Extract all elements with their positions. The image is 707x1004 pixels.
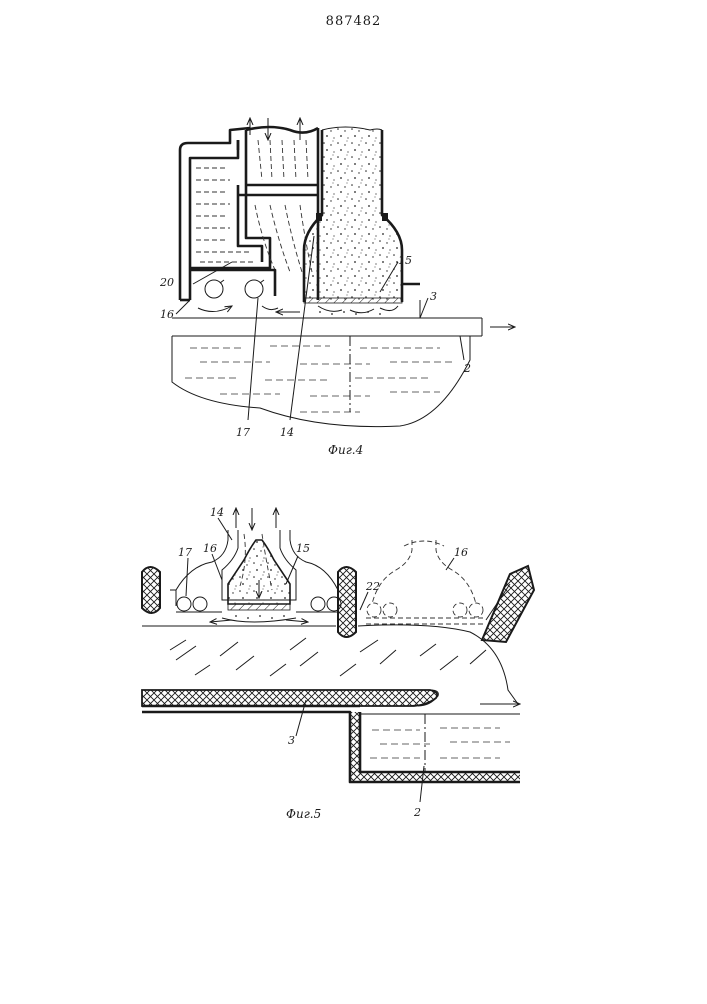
- patent-number: 887482: [0, 14, 707, 29]
- label-14-fig5: 14: [210, 506, 224, 519]
- burners-fig4: [190, 270, 278, 312]
- label-14-fig4: 14: [280, 426, 294, 439]
- caption-fig5: Фиг.5: [286, 807, 321, 821]
- label-22-fig5: 22: [365, 580, 380, 593]
- powder-nozzle-14: [276, 127, 420, 315]
- wall-right: [482, 566, 534, 642]
- figure-5: 14 17 16 15 22 16 3 2 Фиг.5: [142, 506, 534, 821]
- label-3-fig5: 3: [288, 734, 295, 747]
- glass-ribbon-fig4: [172, 300, 515, 336]
- figure-4: 20 16 17 14 15 3 2 Фиг.4: [159, 118, 515, 457]
- leader-lines-fig5: [186, 518, 454, 802]
- label-20-fig4: 20: [159, 276, 174, 289]
- label-2-fig4: 2: [463, 362, 471, 375]
- label-16-fig5-right: 16: [454, 546, 468, 559]
- wall-left: [142, 567, 160, 613]
- nozzle-assembly-fig5: [170, 508, 341, 622]
- glass-bath-fig4: [172, 336, 470, 427]
- cooler-housing-20: [180, 128, 318, 300]
- label-3-fig4: 3: [430, 290, 437, 303]
- label-16-fig4: 16: [160, 308, 174, 321]
- label-15-fig4: 15: [398, 254, 412, 267]
- label-16-fig5-left: 16: [203, 542, 217, 555]
- carrier-plate: [142, 690, 520, 782]
- label-17-fig5: 17: [178, 546, 192, 559]
- label-15-fig5: 15: [296, 542, 310, 555]
- caption-fig4: Фиг.4: [328, 443, 363, 457]
- glass-bath-fig5: [360, 704, 520, 772]
- label-2-fig5: 2: [413, 806, 421, 819]
- label-17-fig4: 17: [236, 426, 250, 439]
